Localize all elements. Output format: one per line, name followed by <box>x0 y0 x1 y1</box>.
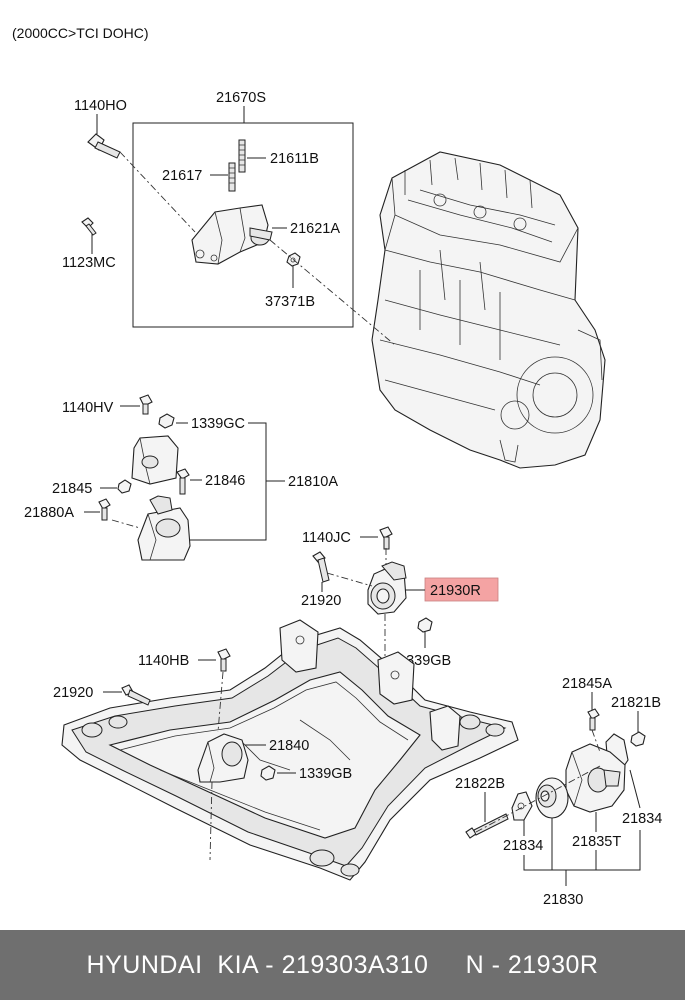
part-label-21621a: 21621A <box>290 221 340 237</box>
mount-21840-drawing <box>197 733 249 783</box>
part-label-37371b: 37371B <box>265 294 315 310</box>
part-label-21845a: 21845A <box>562 676 612 692</box>
subframe-crossmember-drawing <box>61 619 519 881</box>
part-number-footer: HYUNDAI KIA - 219303A310 N - 21930R <box>0 930 685 1000</box>
part-label-1140ho: 1140HO <box>74 98 127 114</box>
part-label-21834-left: 21834 <box>503 838 543 854</box>
housing-21835t-drawing <box>565 743 626 813</box>
part-label-1123mc: 1123MC <box>62 255 116 271</box>
nut-1339gc-drawing <box>158 413 175 429</box>
part-label-21821b: 21821B <box>611 695 661 711</box>
part-label-21840: 21840 <box>269 738 309 754</box>
part-label-21830: 21830 <box>543 892 583 908</box>
part-label-1140hb: 1140HB <box>138 653 189 669</box>
part-label-21670s: 21670S <box>216 90 266 106</box>
part-label-21810a: 21810A <box>288 474 338 490</box>
part-label-1339gb-lower: 1339GB <box>299 766 352 782</box>
part-label-1140hv: 1140HV <box>62 400 114 416</box>
bracket-21621a-drawing <box>191 204 273 265</box>
mount-insulator-21810a-drawing <box>137 495 191 561</box>
bolt-1140hv-drawing <box>139 394 153 415</box>
part-label-21845: 21845 <box>52 481 92 497</box>
stud-21611b-drawing <box>238 139 246 173</box>
part-label-21880a: 21880A <box>24 505 74 521</box>
bolt-1140hb-drawing <box>217 648 231 672</box>
bushing-drawing <box>535 777 569 819</box>
mount-bushing-21930r-drawing <box>367 561 407 615</box>
bolt-21920-upper-drawing <box>312 551 330 583</box>
bracket-21810a-drawing <box>131 435 179 485</box>
bolt-1123mc-drawing <box>81 217 97 236</box>
part-label-21617: 21617 <box>162 168 202 184</box>
exploded-parts-diagram: (2000CC>TCI DOHC) 21670S 1140HO 1123MC <box>12 25 662 908</box>
group-box-21670s <box>132 122 354 328</box>
bracket-21834-left-drawing <box>511 791 533 821</box>
engine-spec-header: (2000CC>TCI DOHC) <box>12 25 149 41</box>
part-label-21930r: 21930R <box>430 583 481 599</box>
part-label-21822b: 21822B <box>455 776 505 792</box>
part-label-21846: 21846 <box>205 473 245 489</box>
part-label-1140jc: 1140JC <box>302 530 351 546</box>
stud-21617-drawing <box>228 162 236 192</box>
bolt-21822b-drawing <box>465 813 509 839</box>
nut-21821b-drawing <box>630 731 646 747</box>
bolt-21846-drawing <box>176 468 190 495</box>
washer-21845-drawing <box>117 479 132 494</box>
bolt-1140ho-drawing <box>87 133 121 159</box>
bolt-1140jc-drawing <box>379 526 393 550</box>
part-label-21920-lower: 21920 <box>53 685 93 701</box>
part-label-21920-upper: 21920 <box>301 593 341 609</box>
bolt-21920-lower-drawing <box>121 684 151 706</box>
nut-1339gb-upper-drawing <box>417 617 433 633</box>
engine-block-drawing <box>371 151 606 469</box>
part-label-1339gc: 1339GC <box>191 416 245 432</box>
part-label-21834-right: 21834 <box>622 811 662 827</box>
part-label-21835t: 21835T <box>572 834 621 850</box>
nut-1339gb-lower-drawing <box>260 765 276 781</box>
part-label-21611b: 21611B <box>270 151 319 167</box>
bolt-21845a-drawing <box>587 708 600 731</box>
bolt-21880a-drawing <box>98 498 111 521</box>
